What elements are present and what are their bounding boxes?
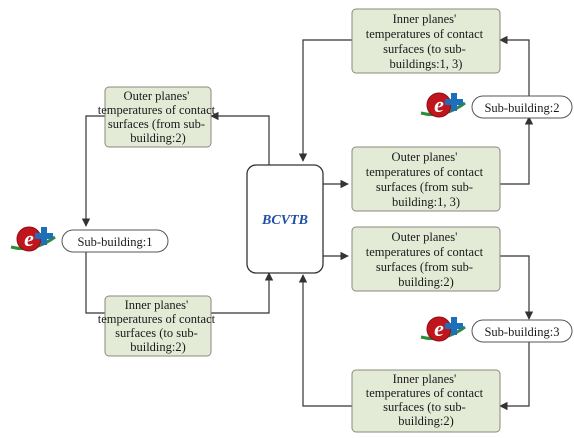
box-text: Inner planes' temperatures of contact su… (366, 372, 486, 428)
energyplus-logo-icon (419, 90, 467, 119)
box-text: Outer planes' temperatures of contact su… (366, 230, 486, 289)
subbuilding-1-label: Sub-building:1 (77, 235, 152, 249)
arrow-bcvtb-to-box1 (210, 111, 270, 165)
arrow-box3-to-bcvtb (298, 39, 352, 162)
box-text: Outer planes' temperatures of contact su… (98, 89, 218, 145)
box-text: Outer planes' temperatures of contact su… (366, 150, 486, 209)
arrow-subbuilding2-to-box3 (499, 35, 530, 99)
subbuilding-3: Sub-building:3 (419, 314, 573, 343)
box-inner-to-subbuildings-1-3: Inner planes' temperatures of contact su… (351, 8, 501, 74)
box-outer-from-subbuilding2-left: Outer planes' temperatures of contact su… (98, 86, 218, 148)
bcvtb-block: BCVTB (246, 164, 324, 274)
box-inner-to-subbuilding2-left: Inner planes' temperatures of contact su… (98, 295, 218, 357)
arrow-box1-to-subbuilding1 (81, 115, 105, 227)
bcvtb-label: BCVTB (261, 213, 308, 228)
arrow-box5-to-subbuilding3 (500, 255, 534, 320)
subbuilding-1: Sub-building:1 (9, 224, 169, 253)
subbuilding-3-label: Sub-building:3 (484, 325, 559, 339)
box-outer-from-subbuilding2-right: Outer planes' temperatures of contact su… (351, 226, 501, 292)
energyplus-logo-icon (9, 224, 57, 253)
energyplus-logo-icon (419, 314, 467, 343)
box-text: Inner planes' temperatures of contact su… (98, 298, 218, 354)
subbuilding-2-label: Sub-building:2 (484, 101, 559, 115)
arrow-box6-to-bcvtb (298, 274, 352, 407)
box-outer-from-subbuildings-1-3: Outer planes' temperatures of contact su… (351, 146, 501, 212)
arrow-box4-to-subbuilding2 (500, 116, 534, 185)
box-inner-to-subbuilding2-right: Inner planes' temperatures of contact su… (351, 369, 501, 433)
arrow-subbuilding3-to-box6 (499, 341, 530, 411)
subbuilding-2: Sub-building:2 (419, 90, 573, 119)
box-text: Inner planes' temperatures of contact su… (366, 12, 486, 71)
